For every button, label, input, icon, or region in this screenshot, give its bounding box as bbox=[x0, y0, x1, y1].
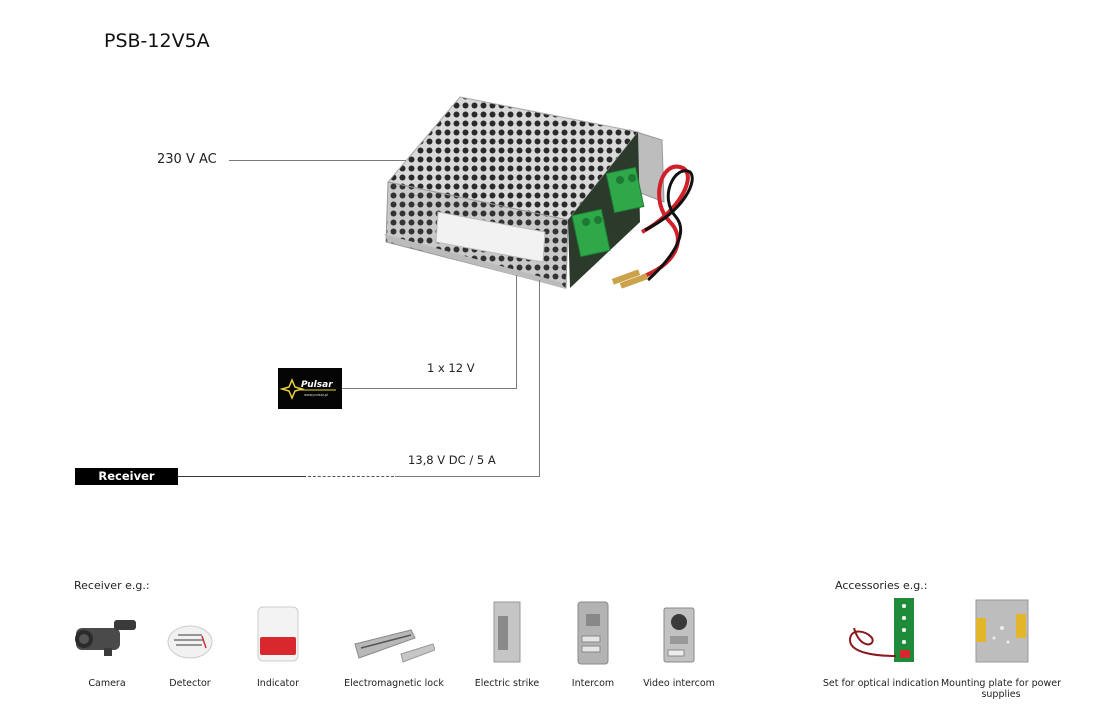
page-title: PSB-12V5A bbox=[104, 30, 210, 52]
receiver-label: Detector bbox=[169, 678, 211, 689]
intercom-icon bbox=[577, 601, 609, 665]
power-supply-image bbox=[384, 96, 694, 289]
camera-icon bbox=[75, 620, 136, 656]
indicator-icon bbox=[257, 606, 299, 662]
output-vertical-line bbox=[539, 280, 540, 477]
accessory-label: Mounting plate for power supplies bbox=[940, 678, 1061, 700]
battery: Pulsar www.pulsar.pl bbox=[278, 368, 342, 409]
electromagnetic-lock-icon bbox=[354, 629, 435, 663]
battery-voltage-label: 1 x 12 V bbox=[427, 361, 475, 375]
video-intercom-icon bbox=[663, 607, 695, 663]
output-voltage-label: 13,8 V DC / 5 A bbox=[408, 453, 496, 467]
output-horizontal-line-right bbox=[395, 476, 540, 477]
accessories-heading: Accessories e.g.: bbox=[835, 579, 928, 592]
receiver-label: Indicator bbox=[257, 678, 299, 689]
receiver-label: Intercom bbox=[571, 678, 615, 689]
output-dashed-line bbox=[308, 476, 394, 477]
receiver-label: Camera bbox=[88, 678, 126, 689]
detector-icon bbox=[167, 625, 213, 659]
battery-vertical-line bbox=[516, 275, 517, 388]
receiver-label: Electromagnetic lock bbox=[344, 678, 444, 689]
input-line bbox=[229, 160, 409, 161]
accessory-label: Set for optical indication bbox=[822, 678, 940, 689]
battery-horizontal-line bbox=[342, 388, 517, 389]
input-voltage-label: 230 V AC bbox=[157, 152, 217, 167]
output-horizontal-line-left bbox=[178, 476, 306, 477]
optical-indication-set-icon bbox=[848, 598, 914, 662]
receiver-label: Video intercom bbox=[643, 678, 715, 689]
mounting-plate-icon bbox=[975, 599, 1029, 663]
electric-strike-icon bbox=[493, 601, 521, 663]
receivers-heading: Receiver e.g.: bbox=[74, 579, 150, 592]
battery-url: www.pulsar.pl bbox=[304, 393, 328, 397]
receiver-label: Electric strike bbox=[474, 678, 540, 689]
receiver-box: Receiver bbox=[75, 468, 178, 485]
pulsar-logo-icon: Pulsar www.pulsar.pl bbox=[279, 378, 336, 400]
battery-brand: Pulsar bbox=[301, 380, 333, 390]
